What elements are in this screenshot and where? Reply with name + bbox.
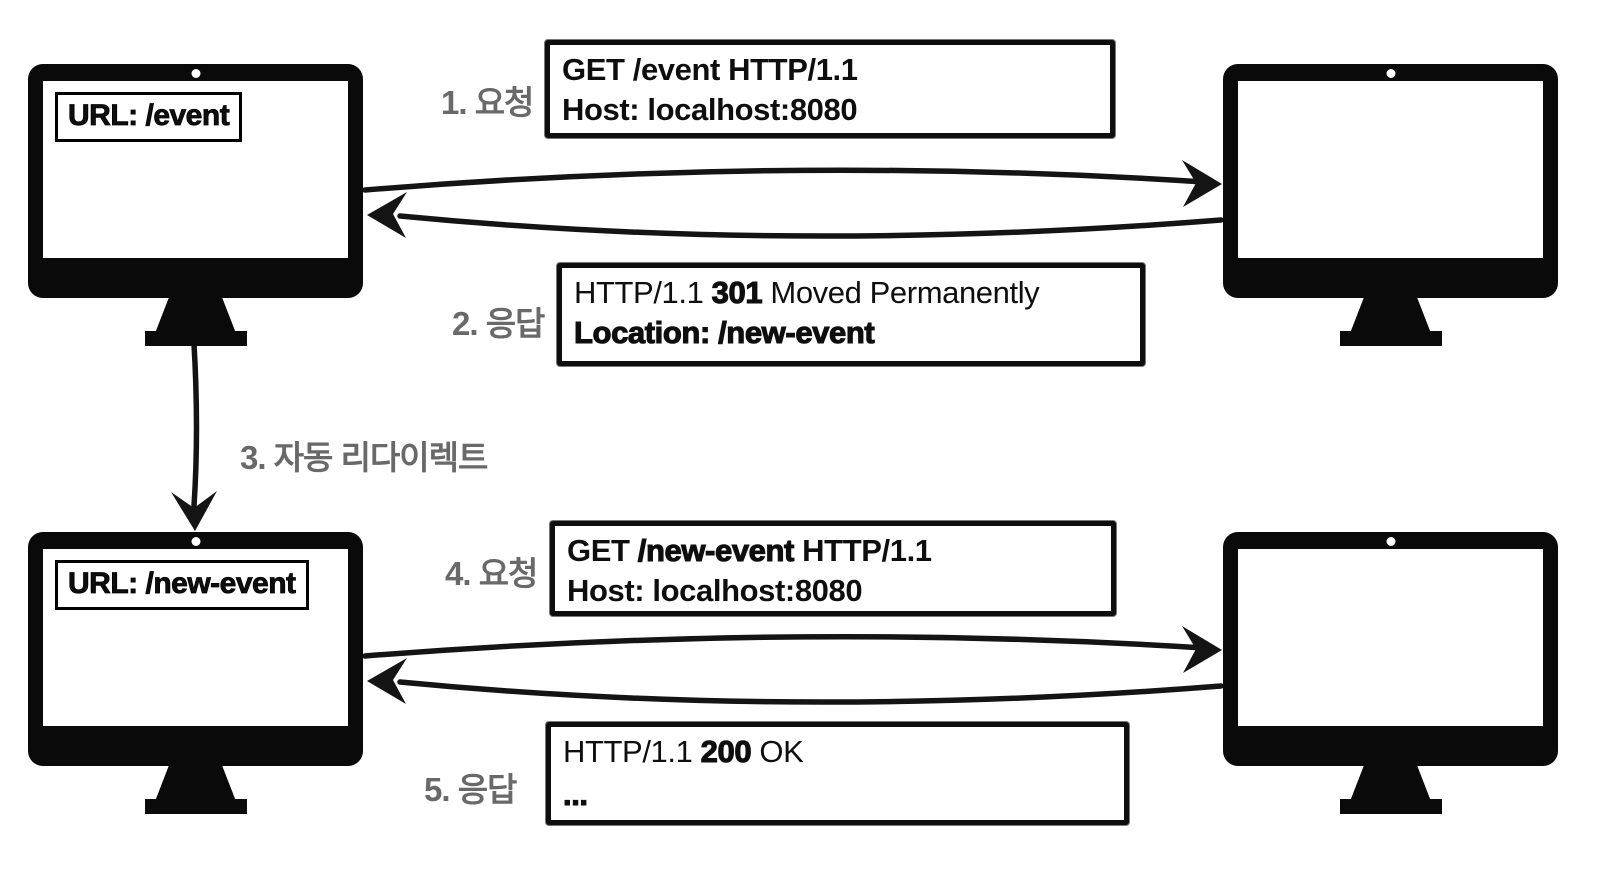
request-arrow-bottom	[362, 633, 1207, 659]
monitor-stand-base	[1339, 799, 1442, 814]
step-label-1: 1. 요청	[441, 84, 534, 121]
response-arrowhead-bottom	[367, 658, 407, 704]
monitor-stand-base	[144, 799, 247, 814]
redirect-arrowhead	[171, 491, 217, 531]
step-label-5: 5. 응답	[424, 771, 517, 808]
message-text: GET /event HTTP/1.1	[562, 52, 858, 87]
host-header: Host: localhost:8080	[562, 92, 858, 127]
url-bar: URL: /new-event	[55, 560, 309, 610]
status-line: HTTP/1.1 301 Moved Permanently	[574, 273, 1128, 313]
message-text: OK	[751, 734, 804, 769]
body-ellipsis: ...	[562, 776, 588, 812]
monitor-stand	[1350, 765, 1431, 800]
step-label-3: 3. 자동 리다이렉트	[240, 439, 488, 476]
status-code: 301	[711, 274, 763, 310]
url-bar: URL: /event	[55, 92, 243, 142]
request-2-box: GET /new-event HTTP/1.1 Host: localhost:…	[550, 521, 1116, 616]
client-monitor-bottom: URL: /new-event	[28, 532, 363, 814]
request-line: GET /event HTTP/1.1	[562, 50, 1098, 90]
monitor-screen	[1238, 549, 1543, 726]
camera-dot-icon	[191, 537, 200, 546]
new-path: /new-event	[637, 532, 795, 568]
request-1-box: GET /event HTTP/1.1 Host: localhost:8080	[545, 40, 1115, 138]
monitor-bezel	[1223, 64, 1558, 298]
message-text: HTTP/1.1	[563, 734, 701, 769]
step-label-4: 4. 요청	[445, 555, 538, 592]
monitor-stand	[155, 765, 236, 800]
redirect-arrow	[191, 341, 200, 509]
location-header: Location: /new-event	[573, 314, 875, 350]
response-2-box: HTTP/1.1 200 OK ...	[546, 722, 1129, 825]
response-arrow-bottom	[397, 679, 1224, 705]
monitor-stand-base	[1339, 331, 1442, 346]
message-text: HTTP/1.1	[574, 275, 712, 310]
response-1-box: HTTP/1.1 301 Moved Permanently Location:…	[557, 263, 1145, 366]
message-text: GET	[567, 533, 638, 568]
camera-dot-icon	[1386, 69, 1395, 78]
server-monitor-bottom	[1223, 532, 1558, 814]
response-arrow-top	[397, 213, 1224, 239]
message-text: HTTP/1.1	[793, 533, 932, 568]
monitor-screen	[1238, 81, 1543, 258]
monitor-stand	[155, 297, 236, 332]
server-monitor-top	[1223, 64, 1558, 346]
request-arrow-top	[362, 167, 1207, 193]
status-code: 200	[700, 733, 752, 769]
camera-dot-icon	[191, 69, 200, 78]
client-monitor-top: URL: /event	[28, 64, 363, 346]
request-arrowhead-bottom	[1182, 626, 1222, 673]
request-arrowhead-top	[1182, 160, 1222, 207]
monitor-stand	[1350, 297, 1431, 332]
status-line: HTTP/1.1 200 OK	[563, 732, 1112, 772]
monitor-stand-base	[144, 331, 247, 346]
camera-dot-icon	[1386, 537, 1395, 546]
step-label-2: 2. 응답	[452, 305, 545, 342]
request-line: GET /new-event HTTP/1.1	[567, 531, 1099, 571]
host-header: Host: localhost:8080	[567, 573, 863, 608]
monitor-bezel	[1223, 532, 1558, 766]
response-arrowhead-top	[367, 192, 407, 238]
message-text: Moved Permanently	[762, 275, 1040, 310]
